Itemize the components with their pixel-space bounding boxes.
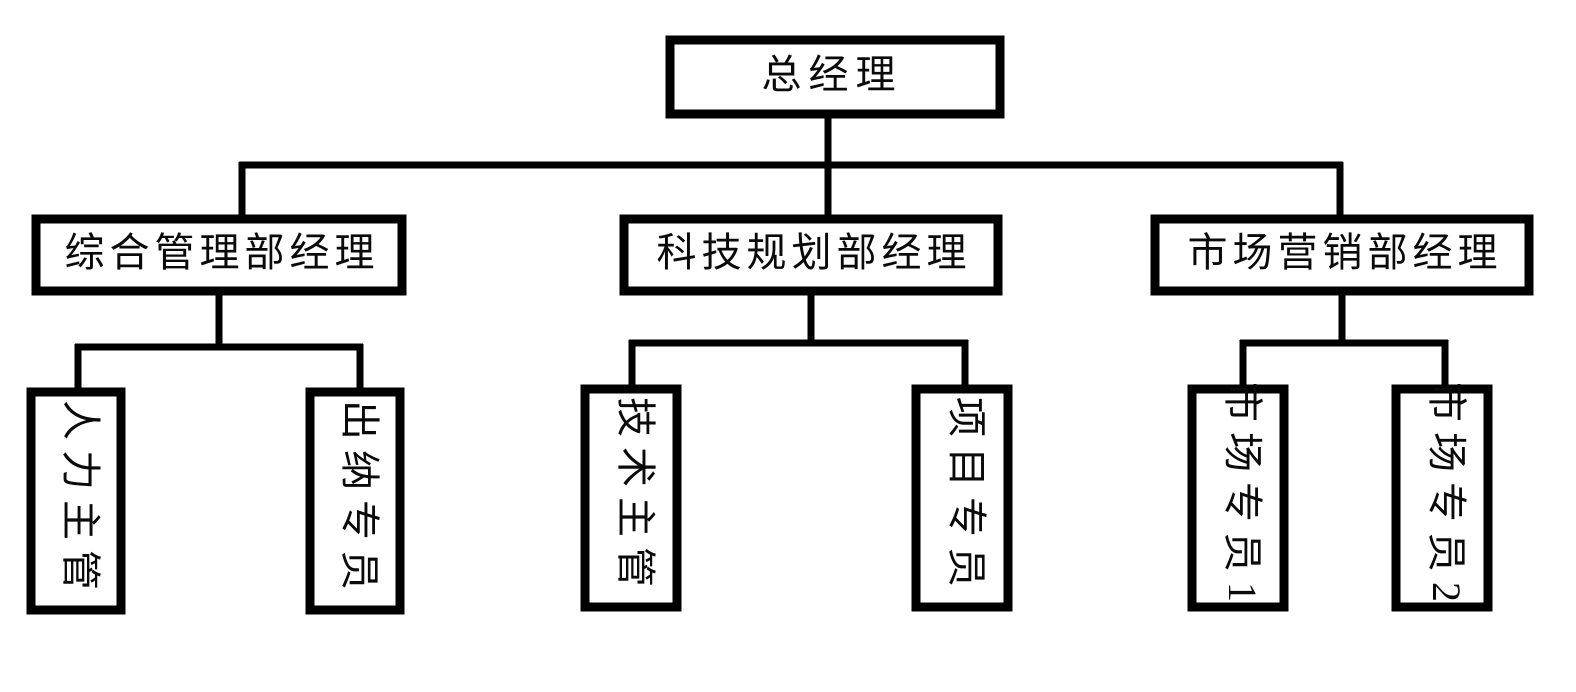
node-box-hr-supervisor: [26, 387, 126, 615]
node-technical-supervisor[interactable]: 技术主管: [580, 384, 682, 612]
node-marketing-specialist-2[interactable]: 市场专员2: [1391, 382, 1493, 612]
node-label-hr-supervisor: 人力主管: [58, 400, 103, 600]
node-project-specialist[interactable]: 项目专员: [911, 384, 1013, 612]
node-box-marketing-specialist-1: [1187, 384, 1289, 612]
node-label-technical-supervisor: 技术主管: [613, 397, 658, 597]
node-box-cashier-specialist: [305, 387, 405, 615]
node-box-technical-supervisor: [580, 384, 682, 612]
node-box-general-manager: [665, 35, 1005, 119]
node-label-comprehensive-management-manager: 综合管理部经理: [65, 230, 380, 275]
node-box-technology-planning-manager: [619, 214, 1003, 296]
node-label-marketing-manager: 市场营销部经理: [1188, 230, 1503, 275]
connector-layer: [74, 114, 1449, 394]
node-label-cashier-specialist: 出纳专员: [337, 400, 382, 600]
node-marketing-specialist-1[interactable]: 市场专员1: [1187, 382, 1289, 612]
node-label-marketing-specialist-1: 市场专员1: [1220, 382, 1265, 612]
node-marketing-manager[interactable]: 市场营销部经理: [1150, 214, 1534, 296]
node-box-marketing-manager: [1150, 214, 1534, 296]
node-comprehensive-management-manager[interactable]: 综合管理部经理: [31, 214, 407, 296]
node-label-project-specialist: 项目专员: [944, 397, 989, 597]
node-cashier-specialist[interactable]: 出纳专员: [305, 387, 405, 615]
node-box-project-specialist: [911, 384, 1013, 612]
node-label-general-manager: 总经理: [762, 52, 903, 97]
node-label-technology-planning-manager: 科技规划部经理: [657, 230, 972, 275]
node-box-comprehensive-management-manager: [31, 214, 407, 296]
node-box-marketing-specialist-2: [1391, 384, 1493, 612]
node-general-manager[interactable]: 总经理: [665, 35, 1005, 119]
node-hr-supervisor[interactable]: 人力主管: [26, 387, 126, 615]
node-technology-planning-manager[interactable]: 科技规划部经理: [619, 214, 1003, 296]
node-label-marketing-specialist-2: 市场专员2: [1424, 382, 1469, 612]
